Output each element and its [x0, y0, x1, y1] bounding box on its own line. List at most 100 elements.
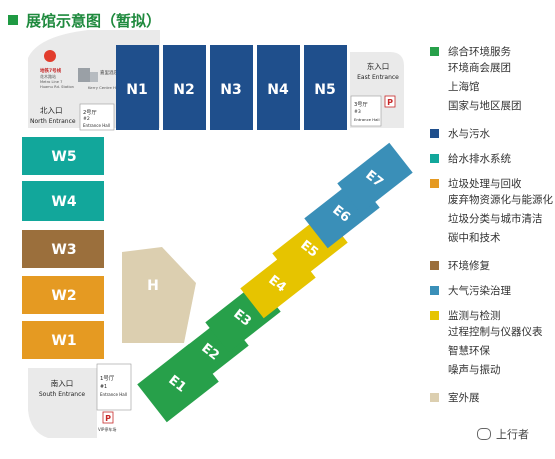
hall3-num: #3: [354, 109, 361, 115]
hall-w2[interactable]: [22, 276, 104, 314]
legend-label: 给水排水系统: [448, 153, 511, 165]
legend-swatch: [430, 261, 439, 270]
east-entrance-en: East Entrance: [357, 74, 399, 81]
north-entrance-en: North Entrance: [30, 118, 76, 125]
east-parking-sign: [384, 95, 396, 108]
metro-line-label: 地铁7号线: [40, 67, 62, 74]
hotel-cn-label: 嘉里酒店: [100, 69, 118, 76]
hall-w1-label: W1: [51, 333, 76, 349]
legend-label: 环境修复: [448, 260, 490, 272]
hall-n5[interactable]: [304, 45, 347, 130]
wechat-icon: [477, 428, 491, 440]
legend-label: 综合环境服务: [448, 46, 511, 58]
hall1-num: #1: [100, 384, 107, 390]
legend-group: 综合环境服务环境商会展团上海馆国家与地区展团: [430, 44, 555, 116]
hall-n3[interactable]: [210, 45, 253, 130]
outdoor-hall-h[interactable]: [122, 247, 196, 343]
hotel-icon: [78, 68, 98, 82]
legend-sub-item: 过程控制与仪器仪表: [448, 326, 543, 338]
hall3-en: Entrance Hall: [354, 117, 380, 122]
south-parking-sign: [102, 411, 114, 424]
hall-n4-label: N4: [267, 82, 289, 98]
legend-group: 水与污水: [430, 126, 555, 141]
hall-w5-label: W5: [51, 149, 76, 165]
legend-group: 监测与检测过程控制与仪器仪表智慧环保噪声与振动: [430, 308, 555, 380]
legend-sub-item: 废弃物资源化与能源化: [448, 194, 553, 206]
east-parking-label: P: [387, 98, 393, 107]
hall3-box: [350, 95, 382, 127]
east-entrance-cn: 东入口: [367, 61, 390, 71]
hall-n1[interactable]: [116, 45, 159, 130]
legend-sub-item: 国家与地区展团: [448, 100, 522, 112]
hall-e7[interactable]: [337, 142, 413, 214]
legend-item: 室外展: [430, 390, 555, 405]
map-title: 展馆示意图（暂拟）: [8, 10, 161, 30]
title-marker: [8, 15, 18, 25]
west-halls: W5 W4 W3 W2 W1: [22, 137, 104, 359]
metro-en-line: Metro Line 7: [40, 80, 62, 84]
outdoor-hall-h-label: H: [147, 278, 159, 294]
watermark: 上行者: [477, 426, 529, 442]
legend-sub-item: 上海馆: [448, 81, 480, 93]
map-legend: 综合环境服务环境商会展团上海馆国家与地区展团水与污水给水排水系统垃圾处理与回收废…: [430, 44, 555, 415]
legend-swatch: [430, 129, 439, 138]
hall2-cn: 2号厅: [83, 109, 97, 116]
hall-n1-label: N1: [126, 82, 147, 98]
map-title-text: 展馆示意图（暂拟）: [26, 11, 162, 30]
vip-parking-label: VIP停车场: [98, 426, 116, 432]
legend-group: 环境修复: [430, 258, 555, 273]
metro-icon: [44, 50, 56, 62]
hall-w2-label: W2: [51, 288, 76, 304]
legend-item: 综合环境服务: [430, 44, 555, 59]
hall-w3-label: W3: [51, 242, 76, 258]
legend-swatch: [430, 393, 439, 402]
legend-group: 给水排水系统: [430, 151, 555, 166]
south-parking-label: P: [105, 414, 111, 423]
legend-item: 监测与检测: [430, 308, 555, 323]
legend-label: 大气污染治理: [448, 285, 511, 297]
legend-group: 垃圾处理与回收废弃物资源化与能源化垃圾分类与城市清洁碳中和技术: [430, 176, 555, 248]
metro-station-label: 花木路站: [40, 73, 56, 79]
legend-swatch: [430, 154, 439, 163]
north-entrance-cn: 北入口: [40, 106, 63, 115]
hall2-box: [79, 103, 115, 131]
legend-swatch: [430, 47, 439, 56]
legend-sub-item: 垃圾分类与城市清洁: [448, 213, 543, 225]
hall2-en: Entrance Hall: [83, 123, 110, 128]
hall-w4-label: W4: [51, 194, 76, 210]
hall-n2-label: N2: [173, 82, 194, 98]
hall-w5[interactable]: [22, 137, 104, 175]
legend-item: 水与污水: [430, 126, 555, 141]
hall-n4[interactable]: [257, 45, 300, 130]
legend-item: 大气污染治理: [430, 283, 555, 298]
south-entrance-en: South Entrance: [39, 391, 86, 398]
hall-n5-label: N5: [314, 82, 335, 98]
legend-swatch: [430, 311, 439, 320]
venue-map: 地铁7号线 花木路站 Metro Line 7 Huamu Rd. Statio…: [22, 30, 413, 438]
legend-swatch: [430, 179, 439, 188]
hall1-box: [96, 363, 132, 411]
legend-label: 室外展: [448, 392, 480, 404]
legend-label: 监测与检测: [448, 310, 501, 322]
legend-group: 大气污染治理: [430, 283, 555, 298]
legend-sub-item: 碳中和技术: [448, 232, 501, 244]
east-halls: E1 E2 E3 E4 E5 E6 E7: [137, 142, 413, 423]
legend-label: 水与污水: [448, 128, 490, 140]
hall2-num: #2: [83, 116, 90, 122]
legend-sub-item: 智慧环保: [448, 345, 490, 357]
legend-label: 垃圾处理与回收: [448, 178, 522, 190]
legend-item: 环境修复: [430, 258, 555, 273]
south-entrance-cn: 南入口: [51, 378, 74, 388]
south-entrance-area: [28, 368, 97, 438]
legend-item: 垃圾处理与回收: [430, 176, 555, 191]
hall-n2[interactable]: [163, 45, 206, 130]
legend-group: 室外展: [430, 390, 555, 405]
legend-sub-item: 噪声与振动: [448, 364, 501, 376]
hall-w4[interactable]: [22, 181, 104, 221]
hall1-en: Entrance Hall: [100, 392, 127, 397]
hall-w1[interactable]: [22, 321, 104, 359]
hall-w3[interactable]: [22, 230, 104, 268]
metro-en-station: Huamu Rd. Station: [40, 85, 74, 89]
hotel-en-label: Kerry Centre Hotel: [88, 85, 123, 90]
hall3-cn: 3号厅: [354, 101, 368, 108]
